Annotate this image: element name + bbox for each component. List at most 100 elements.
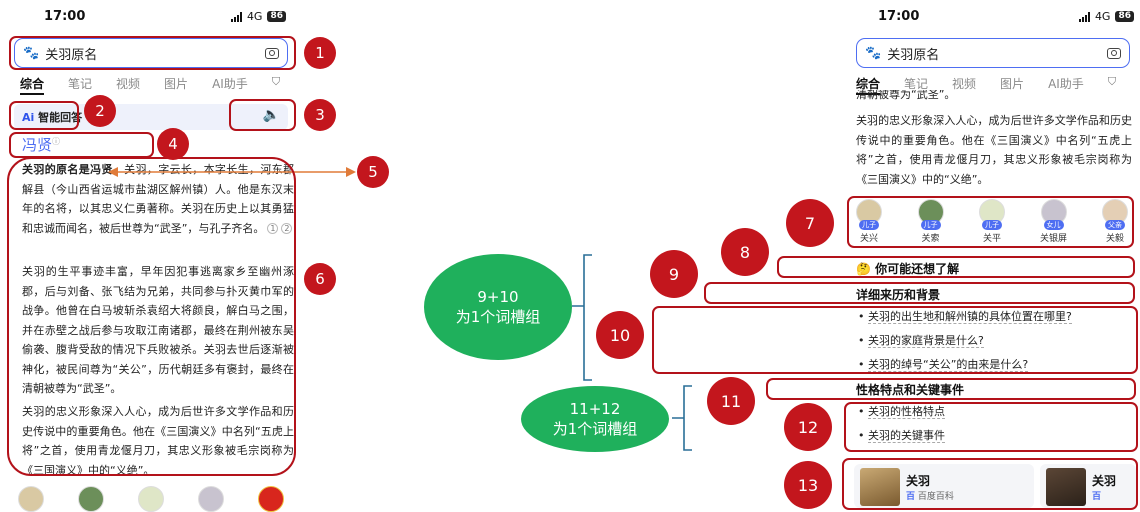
relative-item[interactable]: 儿子关索 <box>916 199 946 244</box>
reference-badge[interactable]: 1 <box>267 223 279 234</box>
filter-icon[interactable]: ⛉ <box>1107 75 1117 88</box>
baike-card[interactable]: 关羽 百 百度百科 <box>854 464 1034 508</box>
tab-video[interactable]: 视频 <box>116 77 141 91</box>
highlight-box-10 <box>652 306 1138 374</box>
suggest-title: 🤔 你可能还想了解 <box>856 262 960 276</box>
marker-10: 10 <box>596 311 644 359</box>
question-list-background: 关羽的出生地和解州镇的具体位置在哪里? 关羽的家庭背景是什么? 关羽的绰号“关公… <box>858 306 1072 378</box>
status-time: 17:00 <box>44 9 86 24</box>
related-person[interactable] <box>76 486 106 512</box>
tab-ai-assistant[interactable]: AI助手 <box>212 77 248 91</box>
tab-notes[interactable]: 笔记 <box>904 77 929 91</box>
answer-paragraph-3: 关羽的忠义形象深入人心，成为后世许多文学作品和历史传说中的重要角色。他在《三国演… <box>856 114 1132 186</box>
reference-badge[interactable]: 2 <box>281 223 293 234</box>
highlight-box-2 <box>9 101 79 130</box>
section-heading-personality[interactable]: 性格特点和关键事件 <box>856 383 965 397</box>
red-packet-icon <box>258 486 284 512</box>
status-bar: 17:00 4G 86 <box>846 0 1136 36</box>
suggested-question[interactable]: 关羽的绰号“关公”的由来是什么? <box>858 354 1072 378</box>
source-cards: 关羽 百 百度百科 关羽 百 <box>846 464 1136 512</box>
ai-answer-bar: Ai 智能回答 🔈 <box>14 104 288 130</box>
tab-images[interactable]: 图片 <box>1000 77 1025 91</box>
highlight-box-12 <box>844 402 1138 452</box>
marker-2: 2 <box>84 95 116 127</box>
question-list-personality: 关羽的性格特点 关羽的关键事件 <box>858 401 945 449</box>
baike-icon: 百 <box>1092 492 1102 502</box>
status-bar: 17:00 4G 86 <box>6 0 296 36</box>
marker-11: 11 <box>707 377 755 425</box>
ai-answer-label: Ai 智能回答 <box>22 111 83 124</box>
relation-tag: 儿子 <box>920 220 941 230</box>
answer-paragraph-2: 关羽的生平事迹丰富，早年因犯事逃离家乡至幽州涿郡，后与刘备、张飞结为兄弟，共同参… <box>22 265 294 395</box>
info-icon: ⓘ <box>52 137 61 146</box>
ai-icon: Ai <box>22 111 35 124</box>
filter-icon[interactable]: ⛉ <box>271 75 281 88</box>
status-indicators: 4G 86 <box>1078 10 1134 23</box>
battery-icon: 86 <box>267 11 286 22</box>
relative-item[interactable]: 父亲关毅 <box>1100 199 1130 244</box>
relation-tag: 儿子 <box>982 220 1002 230</box>
red-packet[interactable] <box>256 486 286 512</box>
suggested-question[interactable]: 关羽的出生地和解州镇的具体位置在哪里? <box>858 306 1072 330</box>
card-source: 百 百度百科 <box>906 492 954 502</box>
card-title: 关羽 <box>1092 474 1117 488</box>
search-input[interactable]: 🐾 关羽原名 <box>856 38 1130 68</box>
relative-name: 关毅 <box>1105 234 1124 244</box>
signal-icon <box>1078 11 1090 22</box>
bracket-group-1 <box>572 254 592 381</box>
marker-12: 12 <box>784 403 832 451</box>
highlight-box-3 <box>229 99 296 131</box>
search-tabs: 综合 笔记 视频 图片 AI助手 ⛉ <box>856 75 1136 95</box>
marker-13: 13 <box>784 461 832 509</box>
relative-item[interactable]: 女儿关银屏 <box>1039 199 1069 244</box>
search-input[interactable]: 🐾 关羽原名 <box>14 38 288 68</box>
relative-name: 关平 <box>982 234 1001 244</box>
tab-ai-assistant[interactable]: AI助手 <box>1048 77 1084 91</box>
tab-video[interactable]: 视频 <box>952 77 977 91</box>
network-label: 4G <box>1094 10 1111 23</box>
highlight-box-6 <box>7 157 296 476</box>
relative-name: 关索 <box>921 234 940 244</box>
answer-heading: 冯贤ⓘ <box>22 136 61 154</box>
section-heading-background[interactable]: 详细来历和背景 <box>856 288 941 302</box>
tab-images[interactable]: 图片 <box>164 77 189 91</box>
highlight-box-8 <box>777 256 1135 278</box>
suggested-question[interactable]: 关羽的关键事件 <box>858 425 945 449</box>
relation-tag: 儿子 <box>859 220 879 230</box>
marker-1: 1 <box>304 37 336 69</box>
tab-all[interactable]: 综合 <box>856 75 881 95</box>
relative-item[interactable]: 儿子关平 <box>977 199 1007 244</box>
slot-group-9-10: 9+10 为1个词槽组 <box>424 254 572 360</box>
highlight-box-9 <box>704 282 1135 304</box>
card-thumbnail <box>860 468 900 506</box>
highlight-box-1 <box>9 36 296 70</box>
tab-notes[interactable]: 笔记 <box>68 77 93 91</box>
suggested-question[interactable]: 关羽的家庭背景是什么? <box>858 330 1072 354</box>
answer-highlight: 关羽的原名是冯贤 <box>22 163 113 176</box>
relative-name: 关兴 <box>859 234 878 244</box>
related-person[interactable] <box>196 486 226 512</box>
marker-8: 8 <box>721 228 769 276</box>
card-title: 关羽 <box>906 474 931 488</box>
baike-icon: 百 <box>906 492 916 502</box>
speaker-icon[interactable]: 🔈 <box>262 107 280 123</box>
avatar <box>18 486 44 512</box>
bracket-group-2 <box>672 385 692 451</box>
tab-all[interactable]: 综合 <box>20 75 45 95</box>
baike-card[interactable]: 关羽 百 <box>1040 464 1136 508</box>
battery-icon: 86 <box>1115 11 1134 22</box>
baidu-paw-icon: 🐾 <box>23 45 40 61</box>
relative-item[interactable]: 儿子关兴 <box>854 199 884 244</box>
camera-icon[interactable] <box>265 47 279 59</box>
arrow-5-left-head <box>108 167 118 177</box>
related-person[interactable] <box>16 486 46 512</box>
highlight-box-13 <box>842 458 1138 510</box>
avatar <box>198 486 224 512</box>
search-query: 关羽原名 <box>887 47 940 63</box>
slot-group-11-12: 11+12 为1个词槽组 <box>521 386 669 452</box>
suggested-question[interactable]: 关羽的性格特点 <box>858 401 945 425</box>
related-people-strip <box>16 486 286 512</box>
camera-icon[interactable] <box>1107 47 1121 59</box>
card-thumbnail <box>1046 468 1086 506</box>
